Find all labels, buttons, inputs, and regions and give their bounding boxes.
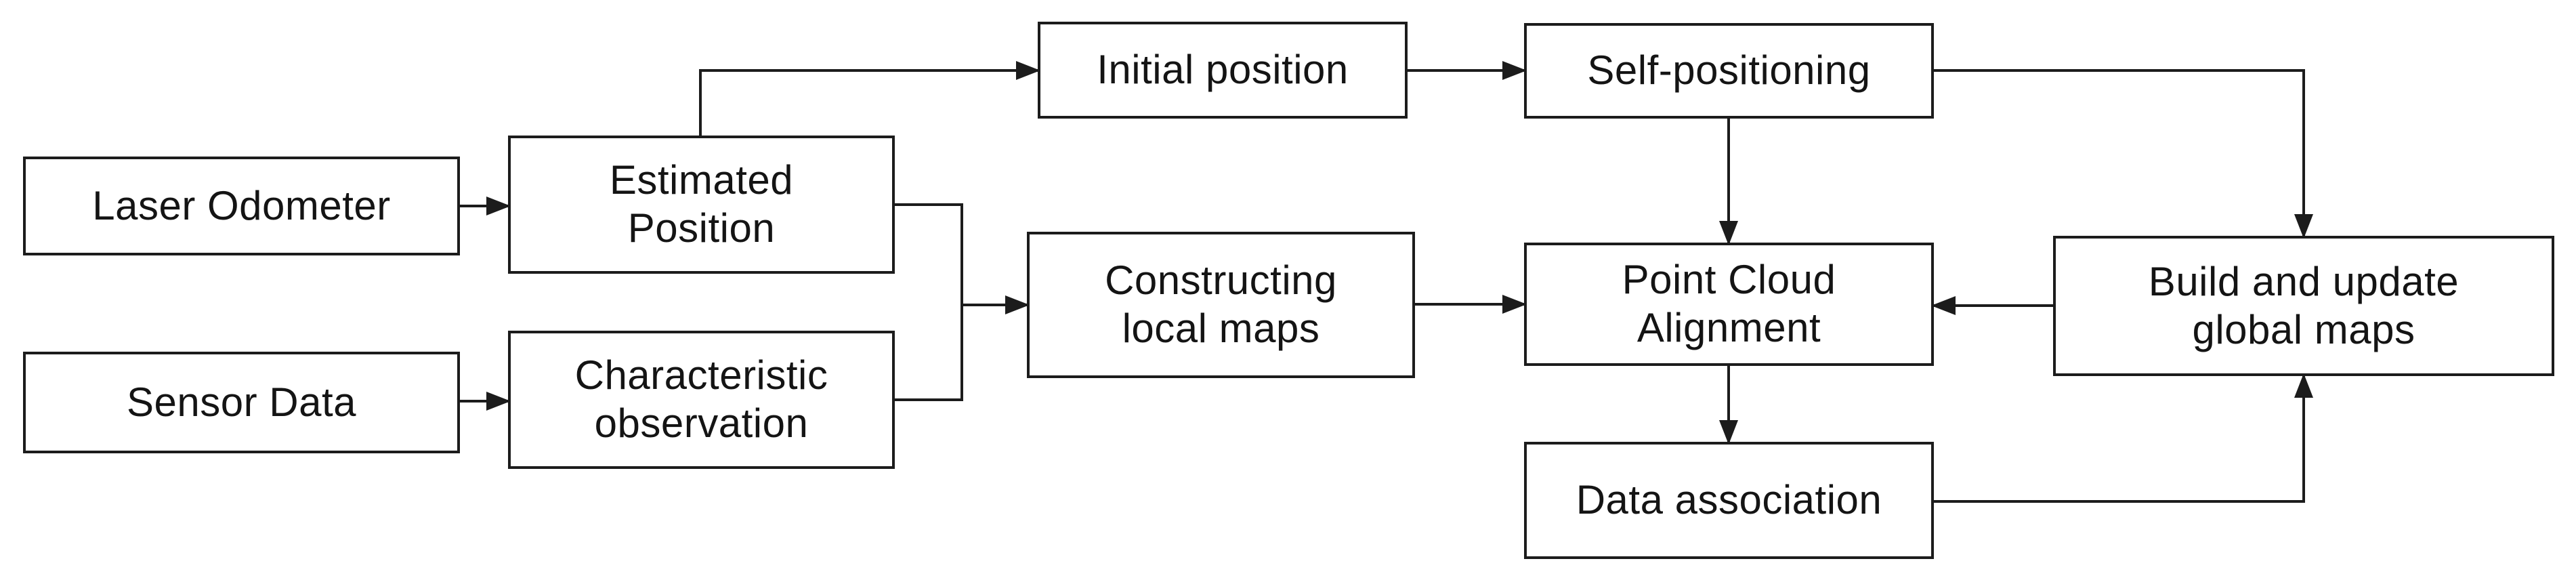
node-build-update-global-maps: Build and update global maps [2053,236,2554,376]
node-characteristic-observation: Characteristic observation [508,331,895,469]
edge-estimated-to-initial [699,61,1040,137]
edge-merge-bracket [895,203,963,401]
node-self-positioning: Self-positioning [1524,23,1934,119]
edge-dataassociation-to-buildglobal [1934,373,2313,503]
node-point-cloud-alignment: Point Cloud Alignment [1524,243,1934,366]
node-initial-position: Initial position [1038,22,1408,119]
node-estimated-position: Estimated Position [508,136,895,274]
node-constructing-local-maps: Constructing local maps [1027,232,1415,378]
node-sensor-data: Sensor Data [23,352,460,453]
node-laser-odometer: Laser Odometer [23,157,460,255]
node-data-association: Data association [1524,442,1934,559]
edge-selfpositioning-to-buildglobal [1934,69,2313,239]
